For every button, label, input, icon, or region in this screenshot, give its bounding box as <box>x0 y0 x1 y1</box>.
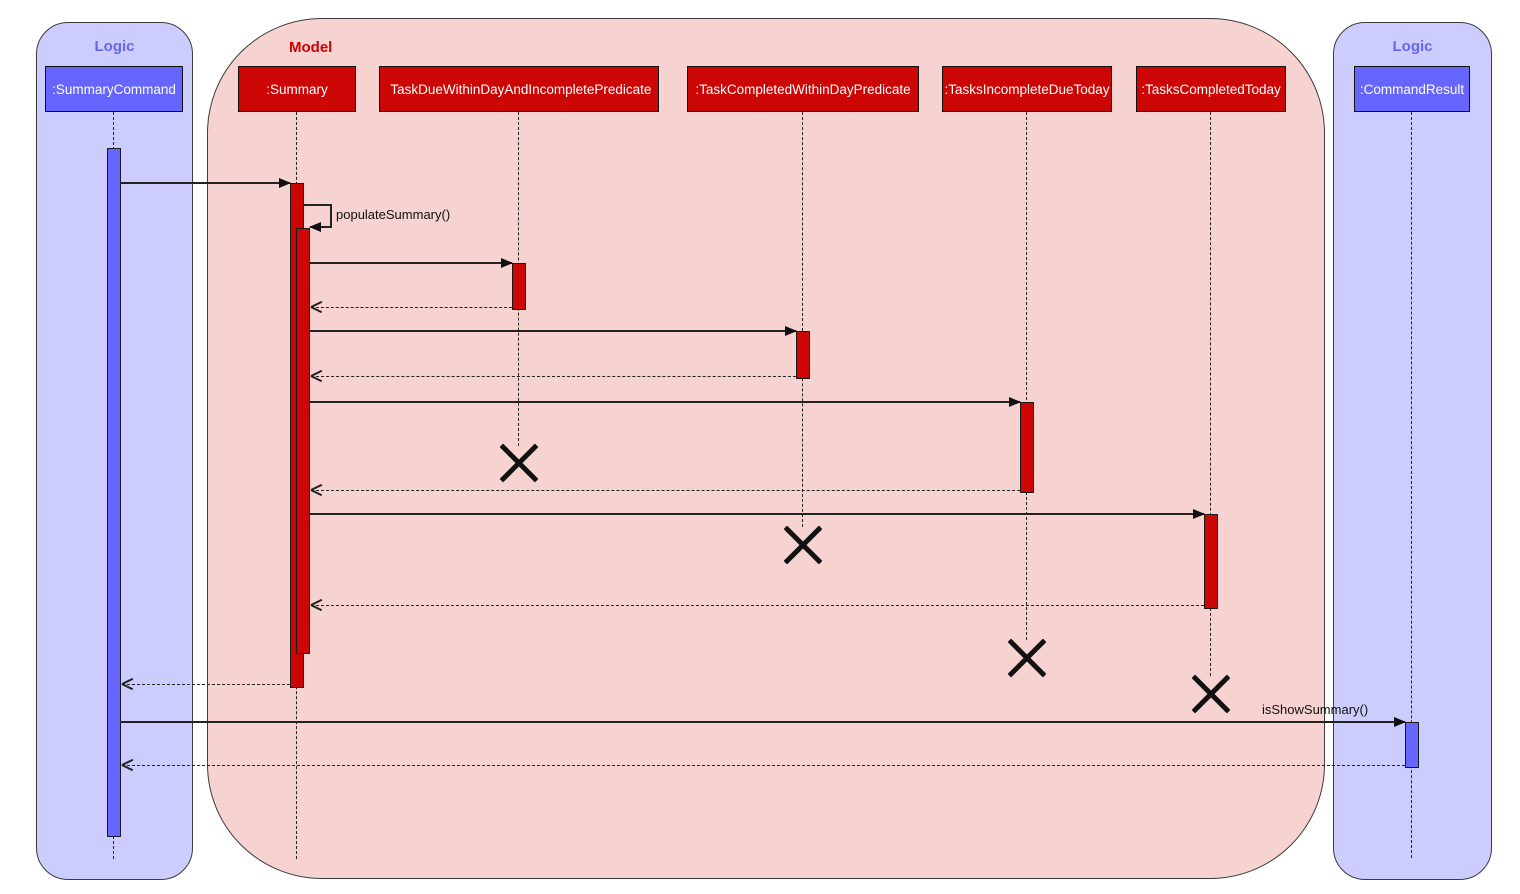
participant-summary-command: :SummaryCommand <box>45 66 183 112</box>
message-self-populate-summary-top <box>303 204 332 206</box>
message-call-tasks-completed-today <box>310 509 1205 519</box>
logic-frame-left-title: Logic <box>94 38 135 55</box>
destroy-x-icon-task-due-predicate <box>500 444 538 482</box>
activation-task-completed-predicate <box>796 331 810 379</box>
message-self-populate-summary-bottom <box>309 222 332 232</box>
model-frame-title: Model <box>289 39 333 56</box>
participant-label: : <box>52 81 56 97</box>
message-call-summary <box>120 178 291 188</box>
activation-summary-nested <box>296 228 310 654</box>
return-summary <box>122 684 290 685</box>
lifeline-tasks-incomplete-due-today <box>1026 112 1027 640</box>
lifeline-command-result <box>1411 112 1412 858</box>
participant-task-completed-within-day-predicate: :TaskCompletedWithinDayPredicate <box>687 66 919 112</box>
return-command-result <box>122 765 1405 766</box>
message-self-populate-summary-side <box>330 204 332 228</box>
participant-tasks-incomplete-due-today: :TasksIncompleteDueToday <box>942 66 1112 112</box>
destroy-x-icon-task-completed-predicate <box>784 526 822 564</box>
activation-command-result <box>1405 722 1419 768</box>
model-frame: Model <box>207 18 1325 879</box>
activation-tasks-completed-today <box>1204 514 1218 609</box>
return-tasks-incomplete-due-today <box>311 490 1020 491</box>
activation-task-due-predicate <box>512 263 526 310</box>
participant-task-due-within-day-and-incomplete-predicate: :TaskDueWithinDayAndIncompletePredicate <box>379 66 659 112</box>
message-call-tasks-incomplete-due-today <box>310 397 1021 407</box>
lifeline-tasks-completed-today <box>1210 112 1211 676</box>
destroy-x-icon-tasks-completed-today <box>1192 675 1230 713</box>
participant-command-result: :CommandResult <box>1354 66 1470 112</box>
return-task-completed-predicate <box>311 376 796 377</box>
activation-summary-command <box>107 148 121 837</box>
message-label-is-show-summary: isShowSummary() <box>1262 702 1369 717</box>
logic-frame-right-title: Logic <box>1392 38 1433 55</box>
message-call-task-completed-predicate <box>310 326 797 336</box>
return-task-due-predicate <box>311 307 512 308</box>
activation-tasks-incomplete-due-today <box>1020 402 1034 493</box>
participant-summary: :Summary <box>238 66 356 112</box>
return-tasks-completed-today <box>311 605 1204 606</box>
participant-tasks-completed-today: :TasksCompletedToday <box>1136 66 1286 112</box>
message-call-task-due-predicate <box>310 258 513 268</box>
lifeline-task-completed-predicate <box>802 112 803 527</box>
destroy-x-icon-tasks-incomplete-due-today <box>1008 639 1046 677</box>
message-label-populate-summary: populateSummary() <box>336 207 451 222</box>
message-is-show-summary <box>120 717 1406 727</box>
